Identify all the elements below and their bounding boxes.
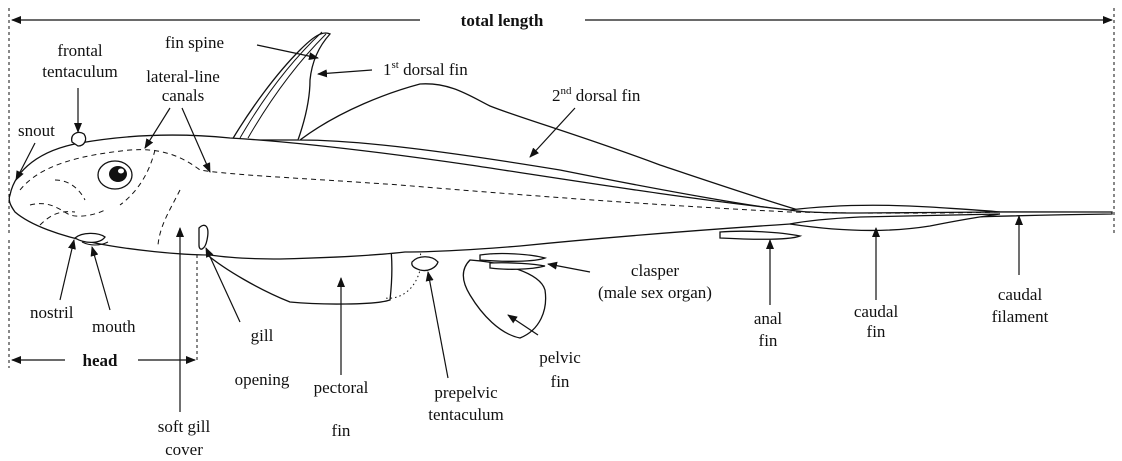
pelvic-fin-label-2: fin	[551, 372, 570, 391]
snout-label: snout	[18, 121, 55, 140]
gill-opening-label-1: gill	[251, 326, 274, 345]
prepelvic-tentaculum-label-1: prepelvic	[434, 383, 498, 402]
second-dorsal-fin-label: 2nd dorsal fin	[552, 85, 641, 105]
anal-fin-label-2: fin	[759, 331, 778, 350]
fin-spine-label: fin spine	[165, 33, 224, 52]
pelvic-fin-label-1: pelvic	[539, 348, 581, 367]
caudal-fin-label-1: caudal	[854, 302, 899, 321]
clasper-label-1: clasper	[631, 261, 679, 280]
lateral-line-label-2: canals	[162, 86, 204, 105]
soft-gill-cover-label-2: cover	[165, 440, 203, 459]
head-label: head	[83, 351, 119, 370]
prepelvic-tentaculum-label-2: tentaculum	[428, 405, 504, 424]
caudal-filament-label-2: filament	[992, 307, 1049, 326]
soft-gill-cover-label-1: soft gill	[158, 417, 211, 436]
total-length-label: total length	[461, 11, 544, 30]
nostril-label: nostril	[30, 303, 74, 322]
frontal-tentaculum-label-2: tentaculum	[42, 62, 118, 81]
mouth-label: mouth	[92, 317, 136, 336]
caudal-fin-label-2: fin	[867, 322, 886, 341]
clasper-label-2: (male sex organ)	[598, 283, 712, 302]
lateral-line-label-1: lateral-line	[146, 67, 220, 86]
gill-opening-label-2: opening	[235, 370, 290, 389]
frontal-tentaculum-label-1: frontal	[57, 41, 103, 60]
pectoral-fin-label-1: pectoral	[314, 378, 369, 397]
first-dorsal-fin-label: 1st dorsal fin	[383, 59, 468, 79]
caudal-filament-label-1: caudal	[998, 285, 1043, 304]
pectoral-fin-label-2: fin	[332, 421, 351, 440]
anal-fin-label-1: anal	[754, 309, 783, 328]
